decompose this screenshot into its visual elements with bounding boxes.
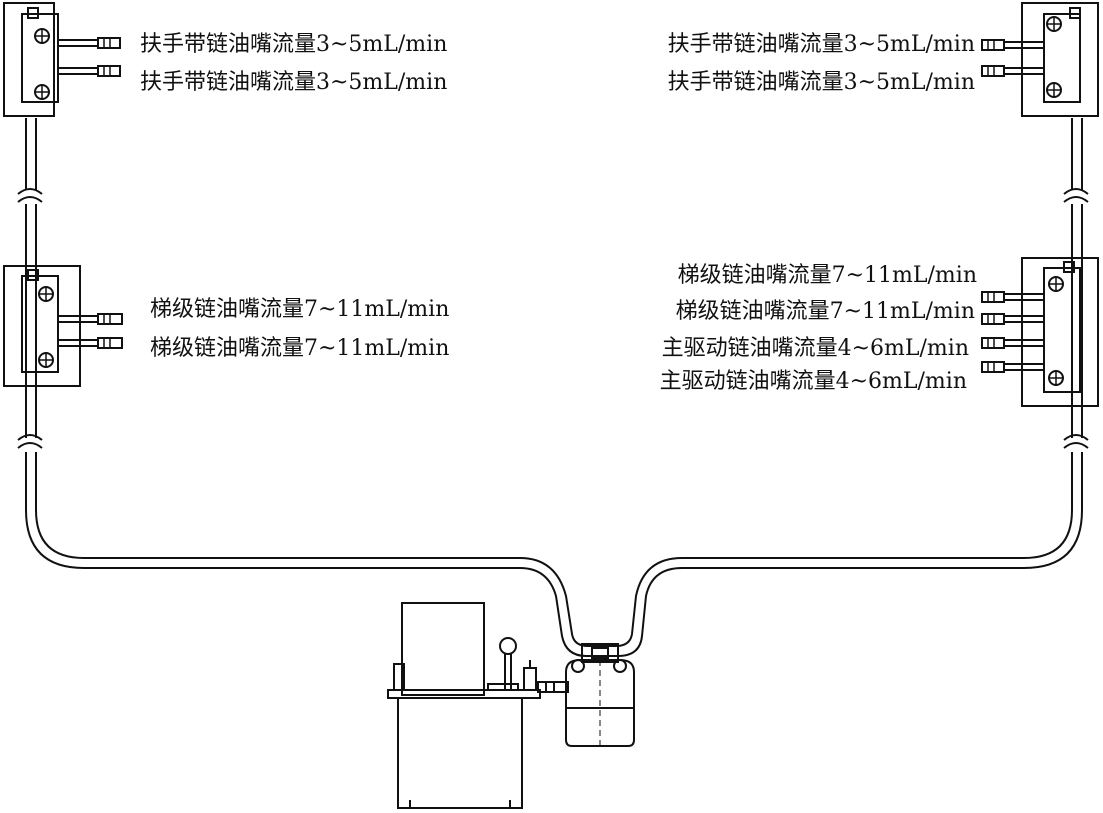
distributor-mid-right <box>981 257 1099 407</box>
flow-label-step-chain-left-1: 梯级链油嘴流量7~11mL/min <box>150 297 450 322</box>
flow-label-handrail-right-1: 扶手带链油嘴流量3~5mL/min <box>667 32 975 57</box>
distributor-mid-left <box>3 265 123 387</box>
flow-label-step-chain-left-2: 梯级链油嘴流量7~11mL/min <box>150 336 450 361</box>
flow-label-main-drive-right-2: 主驱动链油嘴流量4~6mL/min <box>659 369 967 394</box>
distributor-top-left <box>3 2 121 117</box>
flow-label-step-chain-right-2: 梯级链油嘴流量7~11mL/min <box>675 299 975 324</box>
flow-label-handrail-left-1: 扶手带链油嘴流量3~5mL/min <box>140 32 448 57</box>
distributor-top-right <box>981 2 1099 117</box>
pump-unit <box>387 602 635 809</box>
main-oil-pipe <box>17 118 1089 657</box>
flow-label-step-chain-right-1: 梯级链油嘴流量7~11mL/min <box>677 263 977 288</box>
flow-label-handrail-left-2: 扶手带链油嘴流量3~5mL/min <box>140 70 448 95</box>
flow-label-handrail-right-2: 扶手带链油嘴流量3~5mL/min <box>667 70 975 95</box>
flow-label-main-drive-right-1: 主驱动链油嘴流量4~6mL/min <box>661 336 969 361</box>
